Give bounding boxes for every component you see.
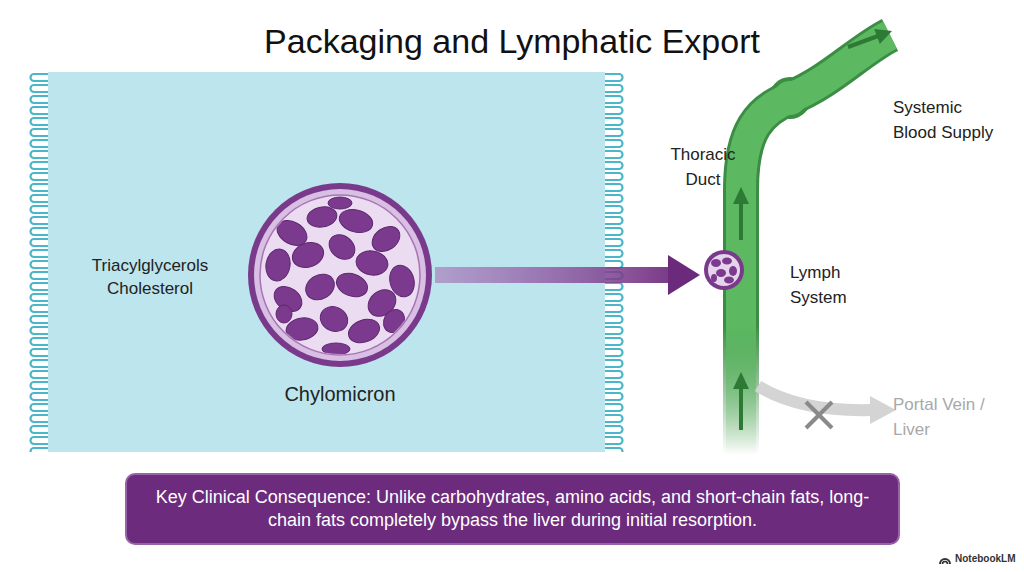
cross-mark [806,402,832,428]
logo-arc [943,562,948,565]
destination-label: Systemic Blood Supply [893,96,1003,145]
particle-core [260,195,420,355]
watermark-icon [940,559,950,564]
lymph-vessel: Lymph System [700,10,1000,455]
clinical-note-text: Key Clinical Consequence: Unlike carbohy… [143,475,882,543]
enterocyte-panel: Triacylglycerols CholesterolChylomicron [48,72,605,452]
clinical-note-box: Key Clinical Consequence: Unlike carbohy… [125,473,900,545]
lymph-valve [773,81,807,115]
bypassed-route-label: Portal Vein / Liver [893,393,989,442]
chylomicron-outline [245,180,435,370]
blocked-arrowhead [870,396,896,424]
blocked-arrow [758,386,872,410]
chylomicron-particle: Chylomicron [245,180,435,412]
membrane-layer [254,189,426,361]
vessel-outline [700,10,1000,455]
lipid-label: Triacylglycerols Cholesterol [75,255,225,301]
vessel-label: Lymph System [790,261,862,310]
outer-membrane [248,183,432,367]
watermark: NotebookLM [955,553,1024,565]
diagram-title: Packaging and Lymphatic Export [0,24,1024,58]
duct-label: Thoracic Duct [662,143,744,192]
logo-arc [940,559,950,564]
cross-mark [806,402,832,428]
lipid-droplet [711,274,717,282]
blocked-route [758,386,896,428]
vessel-lumen [741,35,890,455]
lipid-droplet [711,259,721,267]
particle-label: Chylomicron [245,381,435,408]
vessel-wall [741,35,890,455]
